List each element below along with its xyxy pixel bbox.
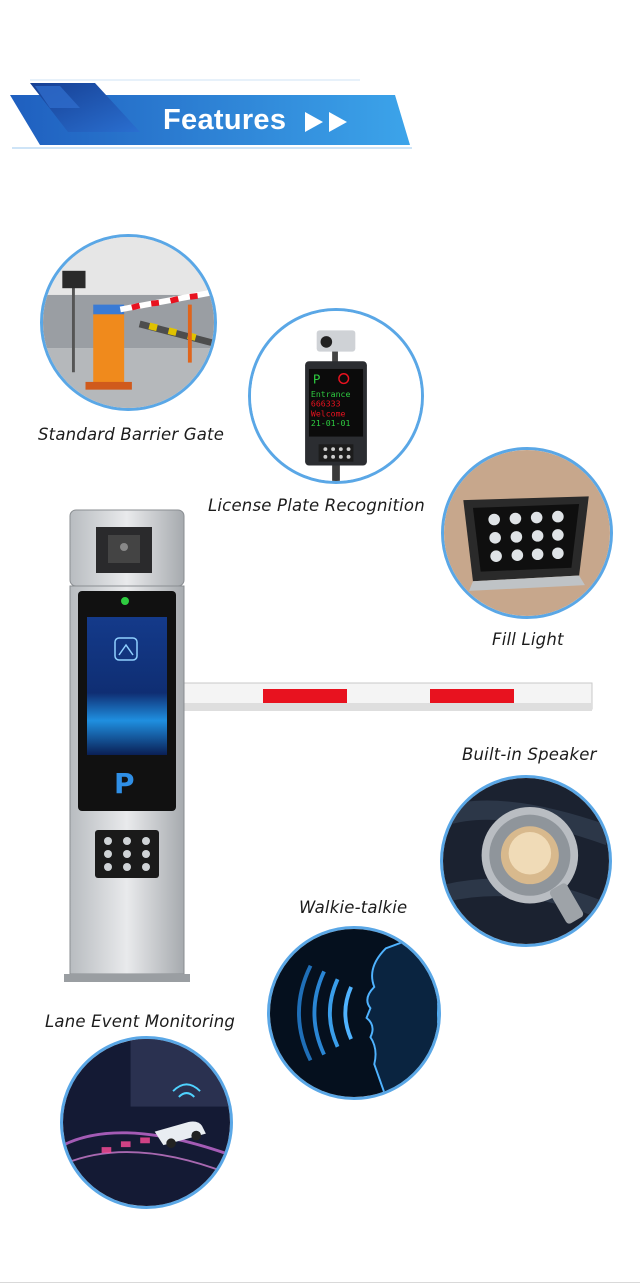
features-banner: Features (0, 0, 640, 190)
banner-background (10, 79, 412, 149)
lane-event-monitoring-label: Lane Event Monitoring (45, 1012, 236, 1031)
barrier-gate-product: P (60, 505, 600, 985)
lpr-line-4: 21-01-01 (311, 418, 351, 428)
lpr-line-1: Entrance (311, 389, 351, 399)
lpr-line-3: Welcome (311, 408, 346, 418)
fill-light-label: Fill Light (492, 630, 564, 649)
license-plate-recognition-label: License Plate Recognition (208, 496, 425, 515)
license-plate-recognition-image: P Entrance 666333 Welcome 21-01-01 (248, 308, 424, 484)
barrier-gate-image (40, 234, 217, 411)
page-title: Features (163, 104, 287, 136)
lane-event-monitoring-image (60, 1036, 233, 1209)
walkie-talkie-label: Walkie-talkie (299, 898, 408, 917)
product-screen-logo: P (114, 767, 135, 800)
fill-light-image (441, 447, 613, 619)
walkie-talkie-image (267, 926, 441, 1100)
built-in-speaker-image (440, 775, 612, 947)
lpr-line-2: 666333 (311, 399, 341, 409)
built-in-speaker-label: Built-in Speaker (462, 745, 597, 764)
barrier-gate-label: Standard Barrier Gate (38, 425, 225, 444)
footer-divider (0, 1282, 640, 1283)
lpr-parking-sign: P (313, 371, 321, 386)
double-arrow-icon (305, 112, 347, 132)
